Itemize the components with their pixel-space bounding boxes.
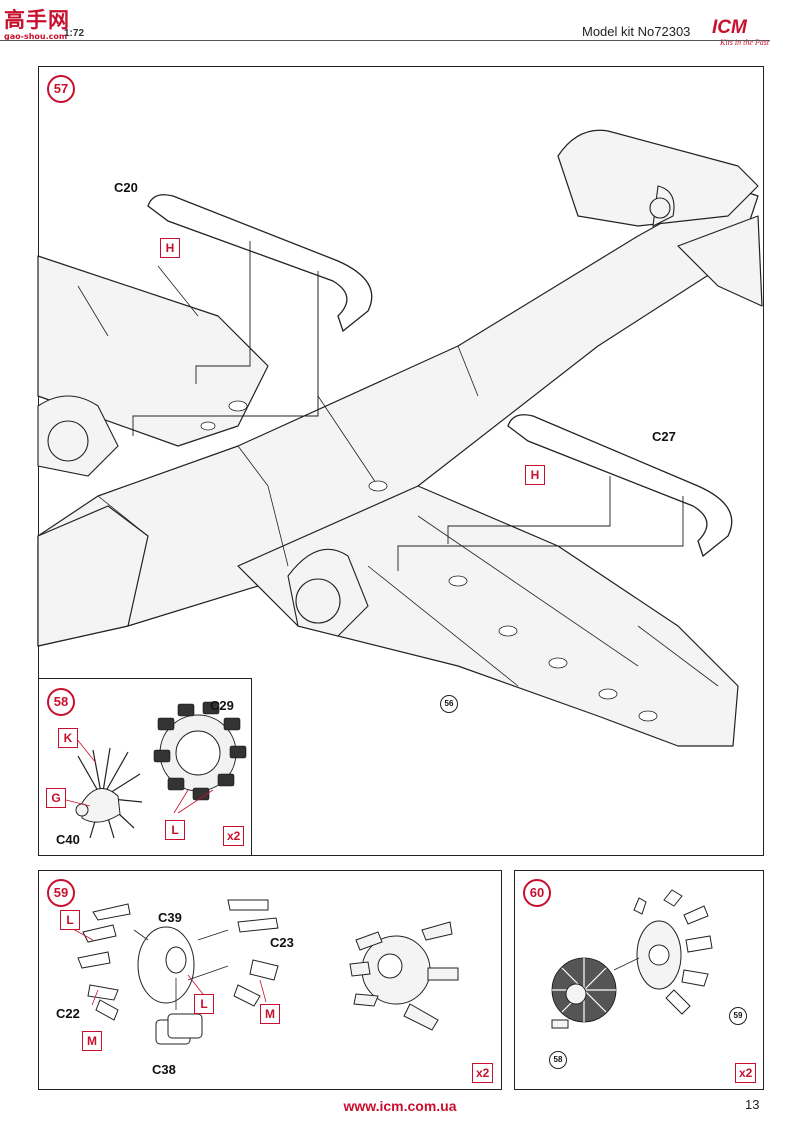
paint-h-right: H: [525, 465, 545, 485]
brand-tagline: Kits in the Past: [720, 38, 770, 47]
paint-k: K: [58, 728, 78, 748]
paint-g: G: [46, 788, 66, 808]
brand-logo: ICM Kits in the Past: [712, 18, 784, 54]
part-c29-label: C29: [210, 698, 234, 713]
step-59-number: 59: [47, 879, 75, 907]
step-60-number: 60: [523, 879, 551, 907]
part-c40-label: C40: [56, 832, 80, 847]
site-logo-scale: 1:72: [64, 28, 85, 39]
step-57-number: 57: [47, 75, 75, 103]
part-c38-label: C38: [152, 1062, 176, 1077]
paint-l: L: [165, 820, 185, 840]
site-logo-url: gao-shou.com: [4, 32, 68, 41]
site-logo: 高手网 gao-shou.com 1:72: [4, 4, 94, 44]
part-c20-label: C20: [114, 180, 138, 195]
page-number: 13: [745, 1097, 760, 1112]
part-c39-label: C39: [158, 910, 182, 925]
paint-h-left: H: [160, 238, 180, 258]
footer-url[interactable]: www.icm.com.ua: [343, 1098, 457, 1114]
paint-m-left: M: [82, 1031, 102, 1051]
ref-step-58: 58: [549, 1051, 567, 1069]
engine-exhaust-final-illustration: [551, 889, 713, 1029]
model-kit-number: Model kit No72303: [582, 24, 691, 39]
times-x2-step58: x2: [223, 826, 245, 846]
engine-assembly-illustration: [65, 701, 247, 839]
site-logo-cn: 高手网: [4, 8, 70, 32]
brand-name: ICM: [712, 17, 747, 38]
part-c27-label: C27: [652, 429, 676, 444]
paint-m-right: M: [260, 1004, 280, 1024]
part-c23-label: C23: [270, 935, 294, 950]
aircraft-wing-illustration: [37, 129, 763, 747]
exhaust-assembly-illustration: [70, 899, 459, 1045]
ref-step-59: 59: [729, 1007, 747, 1025]
step-58-number: 58: [47, 688, 75, 716]
times-x2-step59: x2: [472, 1063, 494, 1083]
ref-step-56: 56: [440, 695, 458, 713]
times-x2-step60: x2: [735, 1063, 757, 1083]
paint-l-top: L: [60, 910, 80, 930]
paint-l-mid: L: [194, 994, 214, 1014]
header-divider: [0, 40, 770, 41]
part-c22-label: C22: [56, 1006, 80, 1021]
